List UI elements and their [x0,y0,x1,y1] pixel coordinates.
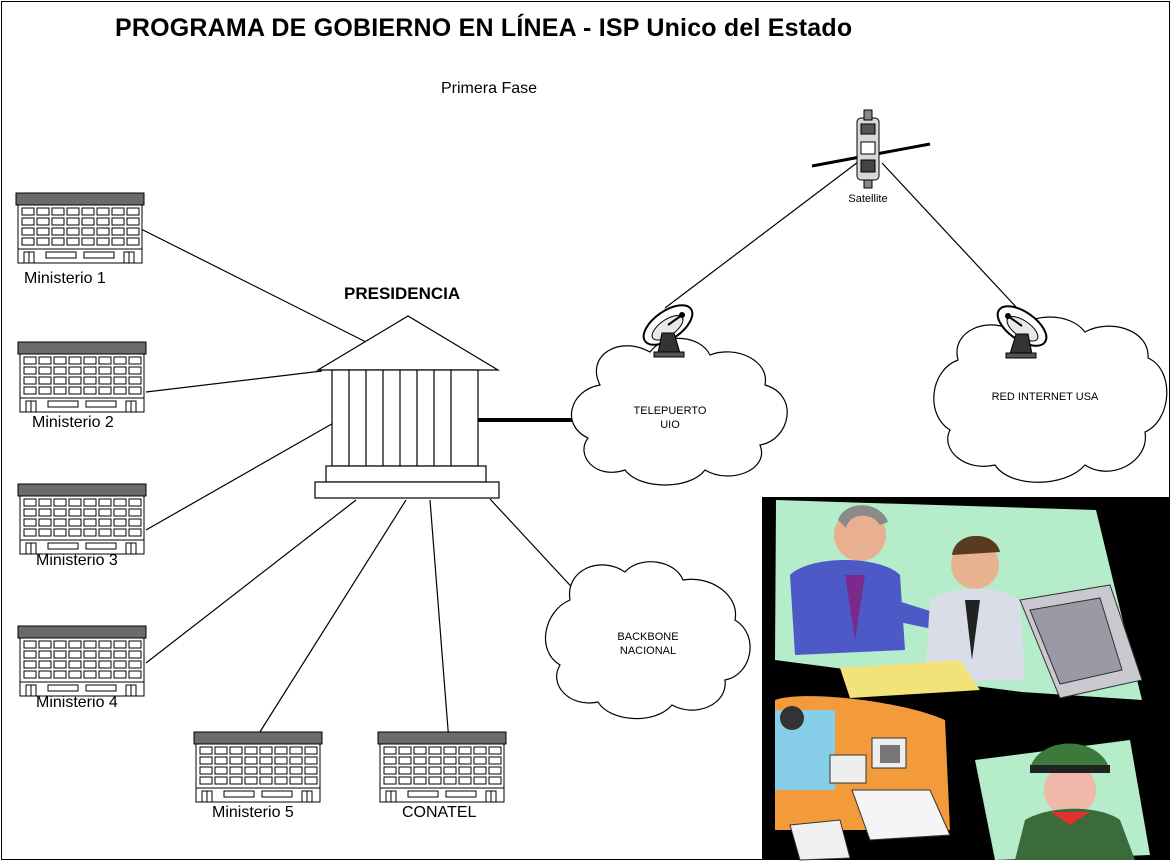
ministerio2-label: Ministerio 2 [32,414,114,431]
government-building-icon [314,315,501,499]
ministerio1-label: Ministerio 1 [24,270,106,287]
ministerio3-label: Ministerio 3 [36,552,118,569]
office-building-icon [17,341,147,413]
office-building-icon [193,731,323,803]
satellite-label: Satellite [848,193,888,205]
link-ministerio2 [145,370,323,393]
page-subtitle: Primera Fase [441,80,538,97]
red-internet-label: RED INTERNET USA [991,391,1099,403]
link-conatel [429,499,450,743]
link-ministerio4 [145,499,357,664]
ministerio5-label: Ministerio 5 [212,804,294,821]
telepuerto-label-line2: UIO [660,419,680,431]
link-ministerio3 [145,420,338,531]
office-building-icon [377,731,507,803]
telepuerto-label-line1: TELEPUERTO [633,405,707,417]
link-uplink [664,161,859,309]
network-cloud-icon [544,561,751,720]
office-building-icon [17,483,147,555]
conatel-label: CONATEL [402,804,477,821]
ministerio4-label: Ministerio 4 [36,694,118,711]
office-building-icon [17,625,147,697]
link-downlink [881,162,1018,309]
backbone-label-line1: BACKBONE [617,631,679,643]
page-title: PROGRAMA DE GOBIERNO EN LÍNEA - ISP Unic… [115,14,853,42]
link-ministerio1 [140,228,373,346]
office-building-icon [15,192,145,264]
satellite-icon [811,109,931,189]
office-workers-clipart [762,497,1169,861]
link-backbone [489,498,581,597]
connection-lines [140,161,1018,743]
telepuerto-label: TELEPUERTO UIO [620,404,720,432]
backbone-label: BACKBONE NACIONAL [598,630,698,658]
presidencia-label: PRESIDENCIA [344,284,461,303]
backbone-label-line2: NACIONAL [619,645,677,657]
link-ministerio5 [257,499,407,736]
